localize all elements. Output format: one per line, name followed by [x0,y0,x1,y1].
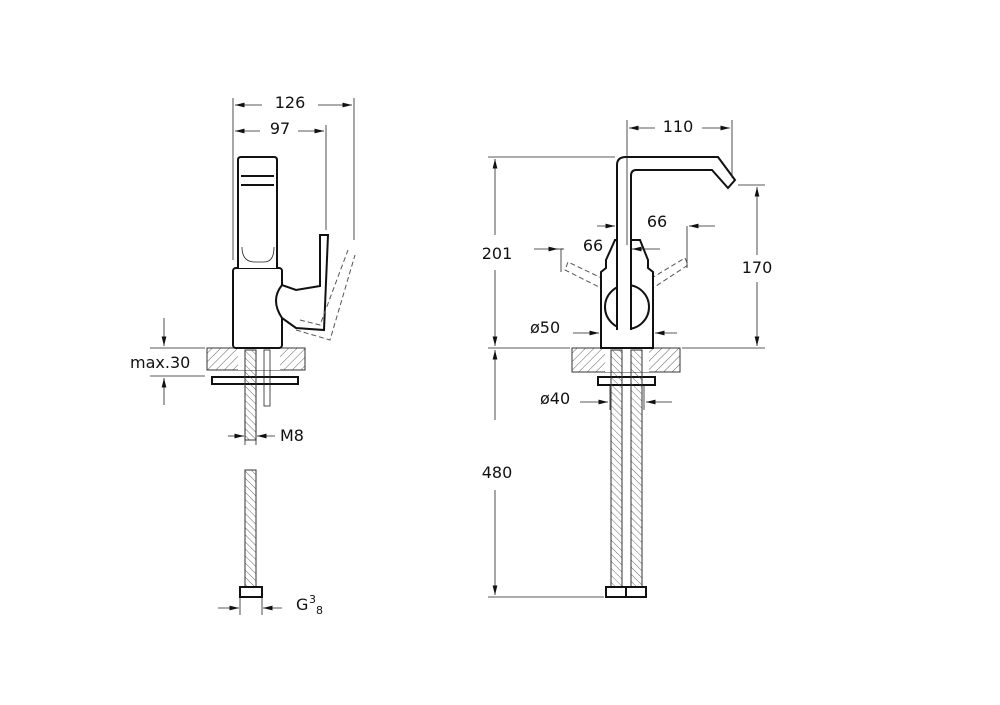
dim-spout-reach: 110 [663,117,694,136]
tap-body [232,267,283,349]
dim-spout-height: 170 [742,258,773,277]
spout-column [237,156,278,268]
hose [244,349,257,441]
dim-hole-diameter: ø40 [540,389,570,408]
dim-body-diameter: ø50 [530,318,560,337]
dim-connection: G 3 8 [296,593,323,617]
svg-text:G: G [296,595,308,614]
handle-lever [275,234,330,332]
hose-fitting [625,586,647,598]
hose [630,349,643,589]
spout [616,156,737,330]
dim-overall-depth: 126 [275,93,306,112]
dim-handle-right: 66 [647,212,667,231]
dim-thread: M8 [280,426,304,445]
hose-fitting [239,586,263,598]
mounting-plate [597,376,656,386]
threaded-rod [263,349,271,407]
dim-hose-length: 480 [482,463,513,482]
handle-alt-positions [564,257,689,291]
handle-alt-position [295,249,356,341]
svg-text:8: 8 [316,604,323,617]
hose [244,469,257,589]
hose [610,349,623,589]
dim-total-height: 201 [482,244,513,263]
dim-handle-left: 66 [583,236,603,255]
svg-text:3: 3 [309,593,316,606]
dim-counter-thickness: max.30 [130,353,190,372]
side-view: 126 97 max.30 M8 G 3 8 [130,93,356,617]
dim-spout-depth: 97 [270,119,290,138]
hose-fitting [605,586,627,598]
front-view: 110 201 480 170 66 66 ø50 ø40 [482,117,773,598]
